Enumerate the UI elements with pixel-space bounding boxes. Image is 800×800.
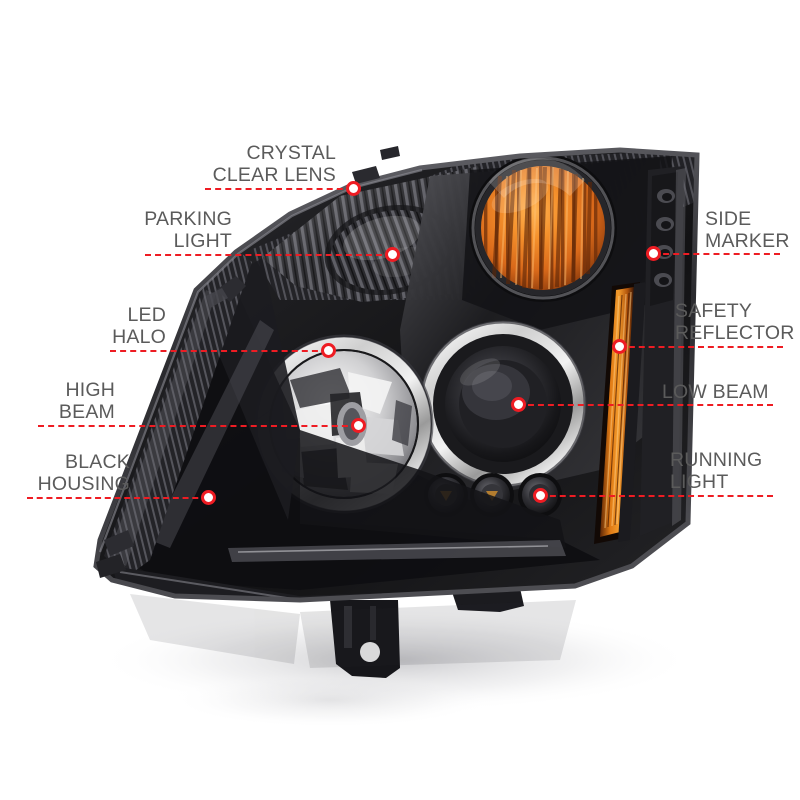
callout-leader-side-marker <box>653 253 780 255</box>
callout-dot-high-beam[interactable] <box>350 417 366 433</box>
callout-leader-crystal-clear-lens <box>205 188 353 190</box>
callout-leader-led-halo <box>110 350 328 352</box>
callout-dot-led-halo[interactable] <box>320 342 336 358</box>
callout-leader-parking-light <box>145 254 392 256</box>
callout-label-crystal-clear-lens: CRYSTAL CLEAR LENS <box>212 142 336 186</box>
callout-dot-running-light[interactable] <box>532 487 548 503</box>
callout-label-parking-light: PARKING LIGHT <box>144 208 232 252</box>
callout-label-low-beam: LOW BEAM <box>662 381 769 403</box>
callout-label-led-halo: LED HALO <box>112 304 166 348</box>
callout-leader-black-housing <box>27 497 208 499</box>
callout-dot-parking-light[interactable] <box>384 246 400 262</box>
callout-label-running-light: RUNNING LIGHT <box>670 449 763 493</box>
callout-dot-side-marker[interactable] <box>645 245 661 261</box>
callout-leader-running-light <box>540 495 773 497</box>
callout-label-black-housing: BLACK HOUSING <box>37 451 130 495</box>
callout-dot-low-beam[interactable] <box>510 396 526 412</box>
callout-dot-safety-reflector[interactable] <box>611 338 627 354</box>
callout-label-high-beam: HIGH BEAM <box>58 379 115 423</box>
callout-label-safety-reflector: SAFETY REFLECTOR <box>675 300 795 344</box>
callout-leader-low-beam <box>518 404 773 406</box>
callout-leader-high-beam <box>38 425 358 427</box>
callout-label-side-marker: SIDE MARKER <box>705 208 790 252</box>
callout-dot-crystal-clear-lens[interactable] <box>345 180 361 196</box>
callout-dot-black-housing[interactable] <box>200 489 216 505</box>
callout-leader-safety-reflector <box>619 346 783 348</box>
